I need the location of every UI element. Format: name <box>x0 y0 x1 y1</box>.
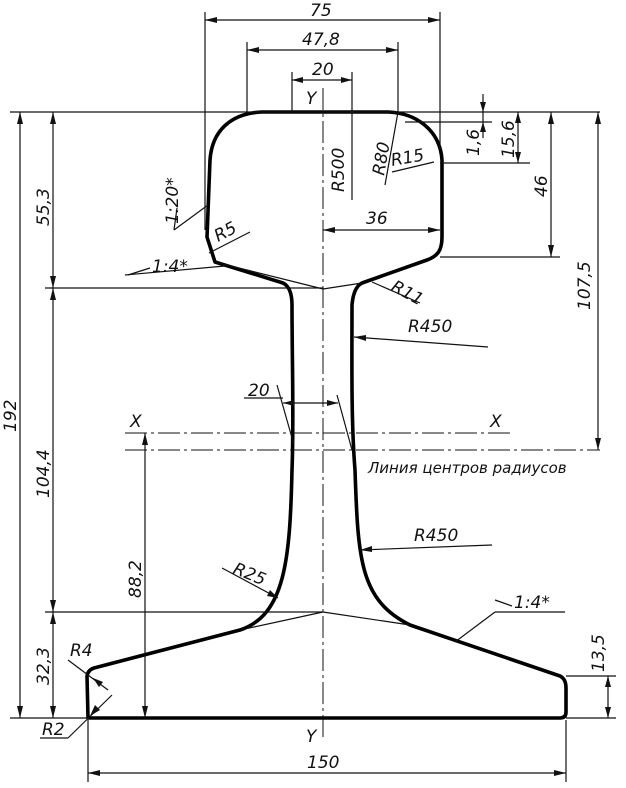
arrow-20t-l <box>292 77 303 83</box>
slope-symbol-base <box>494 599 513 607</box>
arrow-478-r <box>386 47 398 53</box>
slope-label-head-under: 1:4* <box>152 257 188 277</box>
arrow-323-t <box>50 612 56 624</box>
arrow-156-b <box>515 152 521 163</box>
radius-label-r5: R5 <box>211 218 240 246</box>
arrow-36-l <box>323 227 335 233</box>
leader-r5 <box>208 231 251 254</box>
dim-label-553: 55,3 <box>34 188 54 226</box>
arrow-75-l <box>205 17 217 23</box>
arrow-882-b <box>142 706 148 718</box>
dim-label-46: 46 <box>532 175 552 197</box>
arrow-1075-b <box>595 438 601 450</box>
dim-label-75: 75 <box>310 1 332 21</box>
arrow-135-t <box>605 676 611 687</box>
y-axis-label-bottom: Y <box>306 727 318 747</box>
radius-label-r2: R2 <box>42 720 65 740</box>
arrow-r4 <box>93 678 103 687</box>
arrow-323-b <box>50 706 56 718</box>
arrow-20w-r <box>327 400 338 406</box>
leader-20-web-diag-l <box>276 384 295 446</box>
leader-r4 <box>67 659 109 691</box>
slope-leader-base <box>454 611 496 643</box>
dim-label-20-web: 20 <box>248 381 270 401</box>
dim-label-156: 15,6 <box>499 120 519 158</box>
arrow-r450-bottom <box>360 546 372 552</box>
radius-centers-note: Линия центров радиусов <box>367 459 567 477</box>
arrow-553-b <box>50 276 56 288</box>
base-top-line-left <box>239 611 324 631</box>
dim-label-135: 13,5 <box>589 634 609 672</box>
arrow-75-r <box>428 17 440 23</box>
radius-label-r4: R4 <box>70 641 93 661</box>
rail-profile-outline <box>85 110 568 720</box>
arrow-20t-r <box>341 77 352 83</box>
slope-symbol-head-side <box>173 207 178 231</box>
arrow-135-b <box>605 707 611 718</box>
dim-label-1044: 104,4 <box>34 449 54 498</box>
x-axis-label-right: X <box>489 412 502 432</box>
slope-leader-head-under <box>124 265 226 276</box>
arrow-16-b <box>480 122 486 132</box>
arrow-1044-t <box>50 288 56 300</box>
slope-symbol-head-under-1 <box>127 267 151 276</box>
arrow-156-t <box>515 112 521 123</box>
radius-label-r11: R11 <box>388 277 427 310</box>
arrow-20w-l <box>283 400 294 406</box>
dim-label-150: 150 <box>307 753 339 773</box>
head-underside-line-right <box>322 282 363 290</box>
slope-leader-head-side <box>173 204 209 231</box>
radius-label-r450-top: R450 <box>408 317 452 337</box>
arrow-r2 <box>90 705 100 716</box>
leader-r450-top <box>353 336 489 348</box>
slope-label-base: 1:4* <box>514 593 550 613</box>
arrow-1044-b <box>50 600 56 612</box>
arrow-36-r <box>428 227 440 233</box>
arrow-882-t <box>142 433 148 445</box>
x-axis-label-left: X <box>129 412 142 432</box>
dim-label-882: 88,2 <box>126 560 146 598</box>
arrow-553-t <box>50 112 56 124</box>
radius-label-r15: R15 <box>389 145 425 171</box>
arrow-192-b <box>17 706 23 718</box>
arrow-46-t <box>548 112 554 124</box>
leader-r2-diag <box>67 694 113 739</box>
base-top-line-right <box>322 611 411 626</box>
y-axis-label-top: Y <box>306 89 318 109</box>
arrow-150-r <box>554 770 566 776</box>
leader-r80 <box>384 111 399 186</box>
dim-label-16: 1,6 <box>464 129 484 156</box>
dim-label-192: 192 <box>1 400 21 432</box>
dim-label-1075: 107,5 <box>575 261 595 310</box>
arrow-150-l <box>88 770 100 776</box>
leader-r15 <box>391 161 435 173</box>
arrow-16-t <box>480 102 486 112</box>
head-underside-line-left <box>214 261 324 290</box>
slope-label-head-side: 1:20* <box>163 177 183 224</box>
dim-label-478: 47,8 <box>302 30 340 50</box>
radius-label-r500: R500 <box>329 148 349 192</box>
arrow-r25 <box>267 590 278 598</box>
arrow-r450-top <box>354 335 366 341</box>
radius-label-r25: R25 <box>230 559 269 590</box>
arrow-192-t <box>17 112 23 124</box>
dim-label-36: 36 <box>366 209 388 229</box>
leader-20-web-diag-r <box>336 394 353 451</box>
dim-label-323: 32,3 <box>34 647 54 685</box>
arrow-46-b <box>548 245 554 257</box>
arrow-478-l <box>247 47 259 53</box>
leader-r11 <box>371 281 421 304</box>
radius-label-r450-bottom: R450 <box>414 526 458 546</box>
dim-label-20-top: 20 <box>312 60 334 80</box>
leader-r450-bottom <box>359 544 493 551</box>
arrow-1075-t <box>595 112 601 124</box>
